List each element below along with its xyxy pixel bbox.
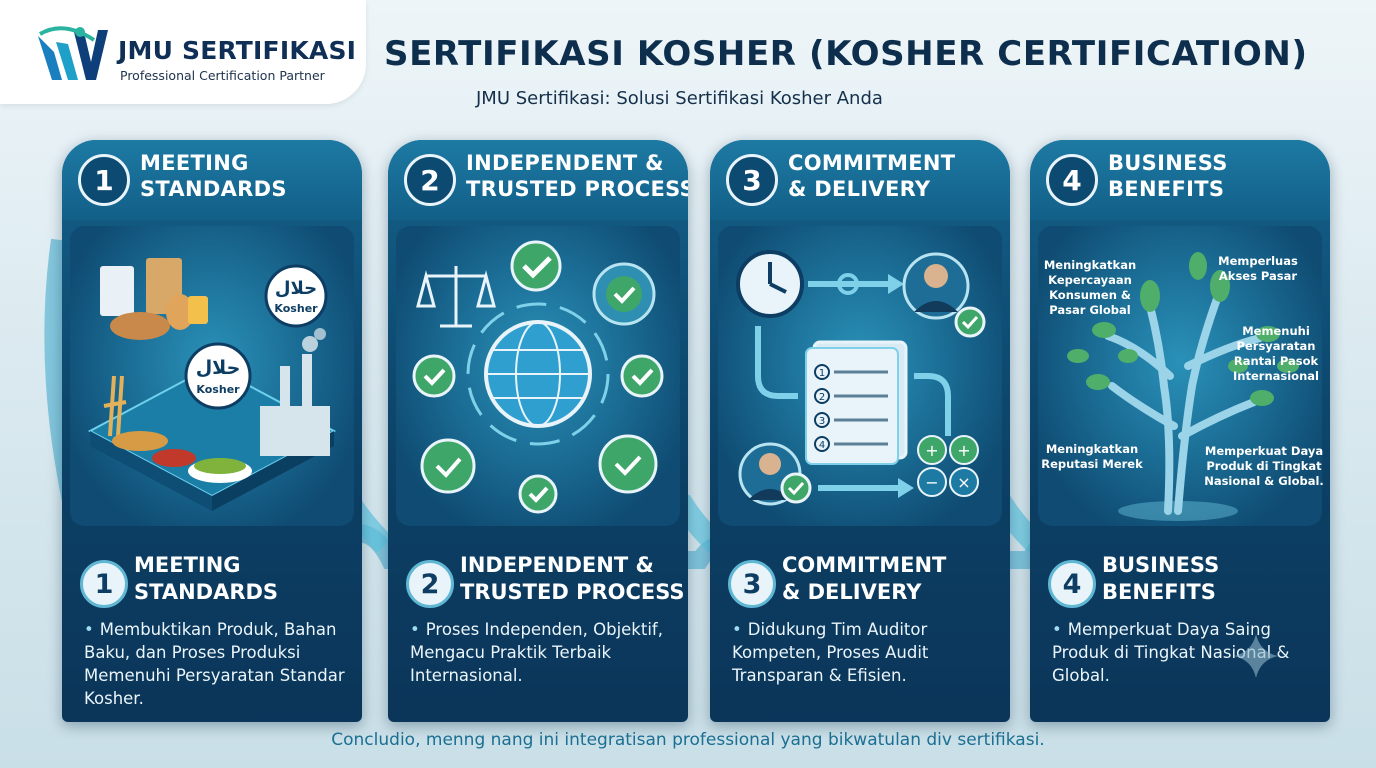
card-title: MEETING STANDARDS [140, 151, 287, 201]
green-powder-icon [194, 458, 246, 474]
footer-conclusion: Concludio, menng nang ini integratisan p… [331, 730, 1045, 750]
svg-text:×: × [957, 473, 970, 492]
svg-text:−: − [925, 473, 938, 492]
spice-pile-icon [112, 431, 168, 451]
step-number: 4 [1048, 560, 1096, 608]
svg-text:حلال: حلال [196, 357, 241, 379]
milk-carton-icon [100, 266, 134, 316]
svg-text:4: 4 [819, 440, 825, 451]
calculator-icon: + + − × [917, 435, 979, 497]
step-description: •Didukung Tim Auditor Kompeten, Proses A… [732, 620, 929, 685]
spice-bowl-icon [152, 449, 196, 467]
halal-kosher-seal-icon [184, 342, 252, 410]
step-description: •Membuktikan Produk, Bahan Baku, dan Pro… [84, 620, 345, 708]
card-meeting-standards: 1 MEETING STANDARDS حلال Kosher حلال Kos… [62, 140, 362, 722]
card-number: 4 [1046, 154, 1098, 206]
illustration-growth-tree [1038, 226, 1322, 526]
card-independent-process: 2 INDEPENDENT & TRUSTED PROCESS [388, 140, 688, 722]
sparkle-icon [1234, 634, 1278, 678]
svg-text:Kosher: Kosher [196, 383, 240, 396]
check-circle-icon [518, 474, 558, 514]
step-title: COMMITMENT & DELIVERY [782, 553, 947, 604]
card-title: BUSINESS BENEFITS [1108, 151, 1228, 201]
card-number: 2 [404, 154, 456, 206]
svg-text:Kosher: Kosher [274, 302, 318, 315]
card-commitment-delivery: 3 COMMITMENT & DELIVERY 1 2 3 [710, 140, 1010, 722]
scale-icon [416, 266, 496, 328]
jmu-logo-icon [38, 26, 108, 80]
tree-icon [1067, 252, 1299, 521]
page-subtitle: JMU Sertifikasi: Solusi Sertifikasi Kosh… [476, 88, 883, 109]
step-number: 2 [406, 560, 454, 608]
step-number: 3 [728, 560, 776, 608]
svg-text:3: 3 [819, 416, 825, 427]
check-circle-icon [620, 354, 664, 398]
step-description: •Proses Independen, Objektif, Mengacu Pr… [410, 620, 663, 685]
illustration-food-factory: حلال Kosher حلال Kosher [70, 226, 354, 526]
award-badge-icon [598, 434, 658, 494]
svg-text:+: + [957, 441, 970, 460]
brand-name: JMU SERTIFIKASI [118, 36, 357, 65]
step-title: INDEPENDENT & TRUSTED PROCESS [460, 553, 685, 604]
svg-text:+: + [925, 441, 938, 460]
factory-icon [260, 406, 330, 456]
award-badge-icon [420, 438, 476, 494]
page-title: SERTIFIKASI KOSHER (KOSHER CERTIFICATION… [384, 34, 1308, 74]
svg-text:2: 2 [819, 392, 825, 403]
card-number: 3 [726, 154, 778, 206]
step-description: •Memperkuat Daya Saing Produk di Tingkat… [1052, 620, 1290, 685]
step-number: 1 [80, 560, 128, 608]
card-title: INDEPENDENT & TRUSTED PROCESS [466, 151, 688, 201]
check-circle-icon [412, 354, 456, 398]
illustration-globe-checks [396, 226, 680, 526]
wheat-icon [103, 375, 127, 437]
step-title: BUSINESS BENEFITS [1102, 553, 1220, 604]
bread-icon [110, 312, 170, 340]
step-title: MEETING STANDARDS [134, 553, 279, 604]
brand-header: JMU SERTIFIKASI Professional Certificati… [0, 0, 366, 104]
halal-kosher-badge-icon [264, 264, 328, 328]
check-badge-icon [510, 240, 562, 292]
illustration-workflow: 1 2 3 4 + + [718, 226, 1002, 526]
card-number: 1 [78, 154, 130, 206]
brand-tagline: Professional Certification Partner [120, 68, 325, 83]
svg-text:حلال: حلال [275, 278, 317, 299]
svg-text:1: 1 [819, 368, 825, 379]
card-title: COMMITMENT & DELIVERY [788, 151, 956, 201]
